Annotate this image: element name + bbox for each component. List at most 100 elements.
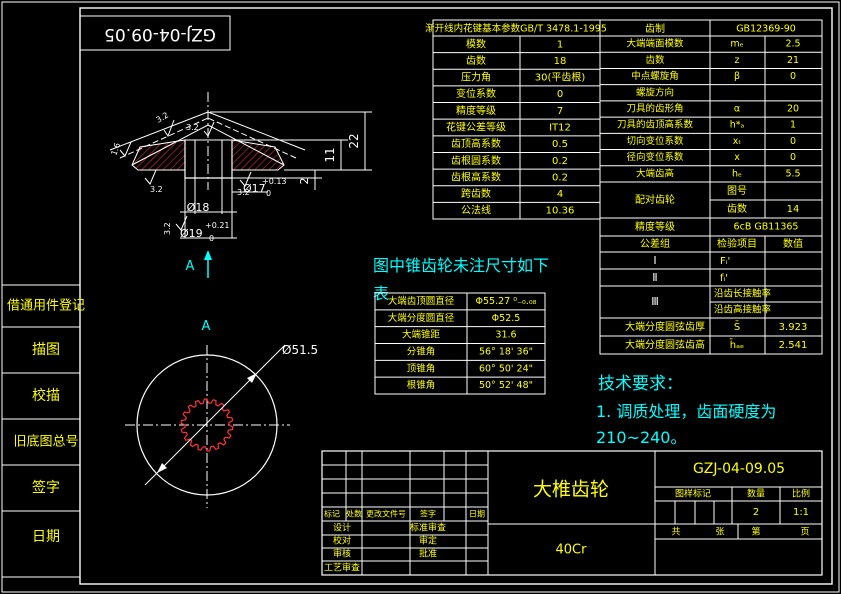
sign-role: 设计 <box>333 522 351 534</box>
cone-dim-value: 56° 18' 36" <box>479 346 533 357</box>
dim-bore-17-upper: +0.13 <box>262 177 287 186</box>
title-drawing-number: GZJ-04-09.05 <box>693 461 785 477</box>
gear-param-symbol: hₑ <box>732 168 742 179</box>
cone-dim-value: 60° 50' 24" <box>479 363 533 374</box>
gear-table-header-label: 齿制 <box>645 22 665 35</box>
spline-param-value: 10.36 <box>546 206 575 217</box>
spline-param-value: IT12 <box>549 123 571 134</box>
gear-param-symbol: z <box>735 55 740 66</box>
spline-param-value: 4 <box>557 189 563 200</box>
spline-profile <box>180 398 234 452</box>
gear-param-symbol: α <box>734 104 740 115</box>
spline-param-label: 变位系数 <box>456 87 496 100</box>
mating-row-label: 图号 <box>727 185 747 197</box>
tb-quantity: 2 <box>753 507 759 518</box>
dim-bore-17-lower: 0 <box>266 189 271 198</box>
register-item: 描图 <box>32 342 60 358</box>
gear-param-label: 螺旋方向 <box>636 86 674 98</box>
spline-param-label: 齿数 <box>466 54 486 67</box>
revision-label: 标记 <box>324 509 340 519</box>
spline-param-label: 模数 <box>466 37 486 50</box>
group-item: fᵢ' <box>720 273 728 284</box>
sign-role: 审核 <box>333 548 351 560</box>
register-item: 日期 <box>32 529 60 545</box>
dim-bore-19-lower: 0 <box>209 234 214 243</box>
gear-param-label: 大端端面模数 <box>626 38 684 50</box>
dim-bore-18: Ø18 <box>187 201 210 214</box>
tb-sheet-no-unit: 页 <box>800 527 809 538</box>
group-header: 公差组 <box>640 237 670 250</box>
register-item: 校描 <box>32 387 60 404</box>
sign-role: 审定 <box>419 535 437 547</box>
spline-param-label: 压力角 <box>461 71 491 84</box>
roughness-label: 3.2 <box>155 111 171 125</box>
dim-bore-17: Ø17 <box>243 182 266 195</box>
group-item: 沿齿长接触率 <box>714 288 772 300</box>
gear-param-label: 切向变位系数 <box>626 135 684 147</box>
tb-sheet-no: 第 <box>751 526 760 538</box>
mating-gear-label: 配对齿轮 <box>635 193 675 206</box>
gear-param-symbol: xₜ <box>733 136 742 147</box>
roughness-label: 3.2 <box>163 222 172 235</box>
cone-dim-value: Φ52.5 <box>492 313 521 324</box>
spline-param-label: 齿顶高系数 <box>451 137 501 150</box>
spline-param-value: 0 <box>557 89 563 100</box>
mating-row-value: 14 <box>787 204 800 215</box>
gear-param-label: 中点螺旋角 <box>631 70 679 82</box>
accuracy-label: 精度等级 <box>635 220 675 233</box>
group-item: 沿齿高接触率 <box>714 304 772 316</box>
spline-param-value: 30(平齿根) <box>535 71 586 84</box>
cone-dim-label: 大端锥距 <box>402 329 441 341</box>
spline-param-label: 精度等级 <box>456 104 496 117</box>
cone-dim-label: 分锥角 <box>407 345 436 357</box>
spline-param-value: 1 <box>557 39 563 50</box>
title-block: 标记 处数 更改文件号 签字 日期 设计 标准审查 校对 审定 审核 批准 工艺… <box>321 450 823 576</box>
gear-param-value: 0 <box>790 136 796 147</box>
roughness-label: 3.2 <box>186 123 199 132</box>
cone-dims-title-line1: 图中锥齿轮未注尺寸如下 <box>373 256 549 275</box>
sign-role: 标准审查 <box>410 522 446 534</box>
group-roman: Ⅲ <box>651 295 659 308</box>
sign-role: 校对 <box>333 535 351 547</box>
gear-param-symbol: x <box>734 152 740 163</box>
group-roman: Ⅱ <box>652 271 657 284</box>
plan-view-label: A <box>202 319 211 334</box>
revision-label: 更改文件号 <box>366 509 406 519</box>
group-header: 数值 <box>783 237 803 250</box>
tail-label: 大端分度圆弦齿厚 <box>625 320 705 333</box>
section-hatch-right <box>231 139 285 171</box>
spline-param-value: 0.2 <box>552 172 568 183</box>
gear-param-label: 刀具的齿顶高系数 <box>617 119 694 131</box>
spline-param-label: 齿根圆系数 <box>451 154 501 167</box>
revision-label: 签字 <box>420 509 436 519</box>
spline-param-value: 0.5 <box>552 139 568 150</box>
dim-11: 11 <box>323 147 337 162</box>
section-view: 22 11 2 Ø18 Ø17 +0.13 0 Ø19 +0.21 0 3.2 … <box>109 92 372 278</box>
spline-param-value: 0.2 <box>552 156 568 167</box>
gear-param-value: 0 <box>790 71 796 82</box>
roughness-label: 1.6 <box>109 142 122 157</box>
gear-param-value: 20 <box>787 104 799 115</box>
tail-sym: S̄ <box>734 320 740 333</box>
tech-req-line: 210~240。 <box>596 428 687 447</box>
plan-diameter: Ø51.5 <box>282 343 318 357</box>
tail-value: 3.923 <box>779 322 808 333</box>
drawing-number-box: GZJ-04-09.05 <box>79 15 231 51</box>
gear-table-header-value: GB12369-90 <box>736 24 796 35</box>
tb-sheet-total-unit: 张 <box>715 527 724 538</box>
roughness-label: 3.2 <box>237 188 250 197</box>
sign-role: 工艺审查 <box>324 562 360 574</box>
cone-dim-label: 大端齿顶圆直径 <box>388 295 455 307</box>
section-hatch-left <box>131 139 186 171</box>
gear-param-value: 5.5 <box>785 168 800 179</box>
tb-sheet-total: 共 <box>671 527 680 538</box>
tail-value: 2.541 <box>779 340 808 351</box>
dim-2: 2 <box>298 178 311 185</box>
group-roman: Ⅰ <box>653 254 656 267</box>
gear-table: 齿制 GB12369-90 配对齿轮 图号 齿数 14 精度等级 6cB GB1… <box>599 19 823 355</box>
spline-param-label: 花键公差等级 <box>446 121 506 134</box>
group-item: Fᵢ' <box>720 256 730 267</box>
